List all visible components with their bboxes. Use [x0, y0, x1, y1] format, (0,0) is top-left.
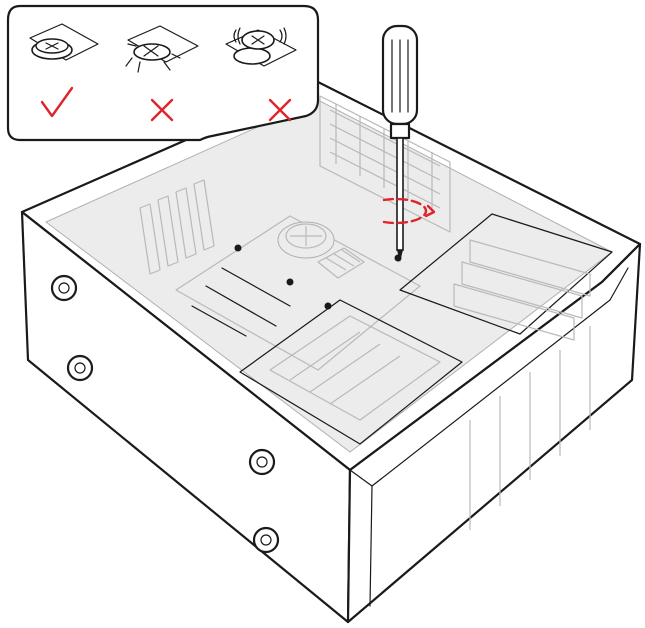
expansion-slot-covers — [139, 179, 215, 275]
cpu-cooler — [277, 221, 335, 259]
cross-mark-icon — [268, 98, 292, 122]
front-panel-edge — [349, 469, 373, 607]
power-supply-bay — [239, 299, 463, 445]
pc-case — [20, 80, 642, 624]
front-panel-grille — [469, 326, 591, 530]
inset-callout — [6, 4, 320, 142]
side-panel-screws — [50, 274, 280, 554]
screw-seated-flush-icon — [29, 23, 99, 61]
rotate-tighten-arrow-icon — [382, 197, 436, 225]
screwdriver-tip — [397, 250, 403, 262]
cross-mark-icon — [150, 98, 174, 122]
screwdriver-ferrule — [389, 122, 411, 140]
rear-vent-mesh — [319, 95, 451, 233]
heatsink — [317, 247, 365, 279]
screwdriver-icon — [381, 24, 419, 262]
inset-frame — [6, 4, 320, 142]
front-panel-bevel — [371, 267, 629, 487]
screw-overtightened-cracked-icon — [125, 25, 199, 73]
pcie-slots — [191, 267, 291, 337]
drive-cage — [399, 213, 613, 341]
check-mark-icon — [40, 86, 74, 118]
screwdriver-shaft — [396, 137, 404, 251]
screw-loose-wobbling-icon — [225, 27, 297, 67]
motherboard — [175, 215, 421, 371]
